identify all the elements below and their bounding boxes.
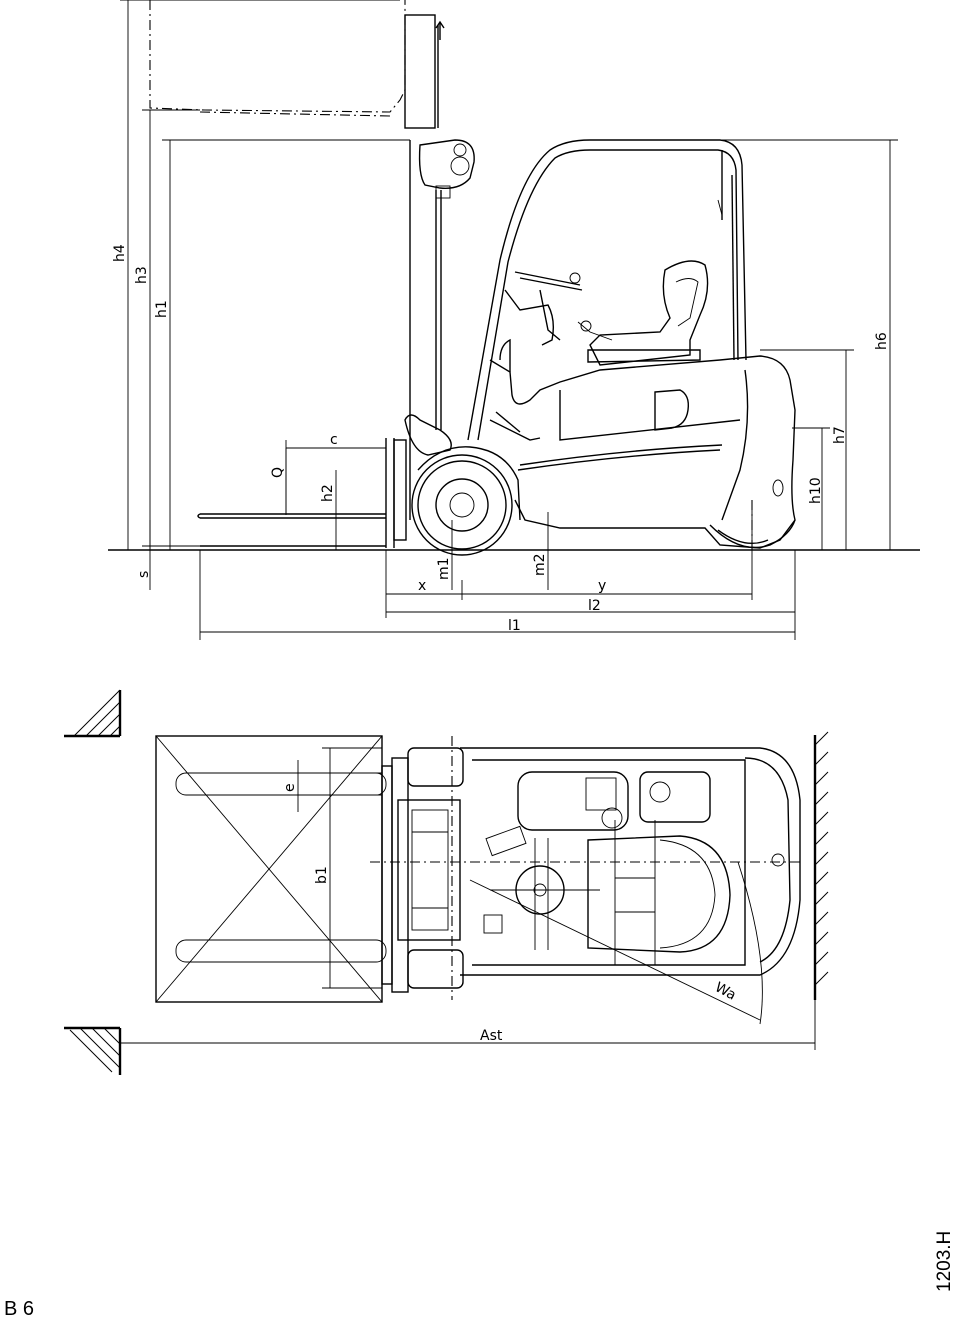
label-h4: h4	[112, 244, 128, 262]
label-s: s	[136, 571, 152, 578]
label-m1: m1	[436, 557, 452, 580]
front-wheel	[411, 446, 521, 556]
label-e: e	[282, 783, 298, 792]
label-b1: b1	[314, 866, 330, 884]
page-label: B 6	[4, 1298, 35, 1320]
top-dimensions	[120, 747, 816, 1050]
side-dimensions	[120, 0, 898, 640]
cabin	[467, 139, 747, 441]
centerlines	[370, 736, 800, 1025]
driver-seat	[577, 260, 709, 366]
label-q: Q	[270, 467, 286, 478]
side-view: h4 h3 h1 c Q h2 s m1 m2 x y l2 l1 h10 h7…	[108, 0, 920, 640]
label-ast: Ast	[480, 1028, 503, 1044]
chassis	[489, 338, 796, 549]
truck-body-top	[460, 747, 801, 976]
rear-wheel	[709, 519, 796, 549]
top-view: e b1 Wa Ast	[64, 689, 829, 1075]
label-h7: h7	[832, 426, 848, 444]
label-y: y	[598, 578, 606, 594]
pallet-load	[155, 735, 387, 1003]
steering	[504, 271, 583, 346]
label-l1: l1	[508, 618, 521, 634]
label-m2: m2	[532, 553, 548, 576]
side-labels: h4 h3 h1 c Q h2 s m1 m2 x y l2 l1 h10 h7…	[112, 244, 890, 634]
label-h6: h6	[874, 332, 890, 350]
raised-load	[149, 0, 445, 129]
label-wa: Wa	[712, 979, 739, 1003]
label-l2: l2	[588, 598, 601, 614]
right-wall	[813, 731, 829, 1000]
mast	[385, 139, 475, 548]
label-c: c	[330, 432, 338, 448]
left-walls	[64, 689, 122, 1075]
label-h2: h2	[320, 484, 336, 502]
drawing-number: 1203.H	[934, 1230, 955, 1292]
label-h10: h10	[808, 477, 824, 504]
label-h3: h3	[134, 266, 150, 284]
fork-carriage	[381, 747, 464, 993]
label-h1: h1	[154, 300, 170, 318]
label-x: x	[418, 578, 426, 594]
forks	[197, 513, 386, 547]
